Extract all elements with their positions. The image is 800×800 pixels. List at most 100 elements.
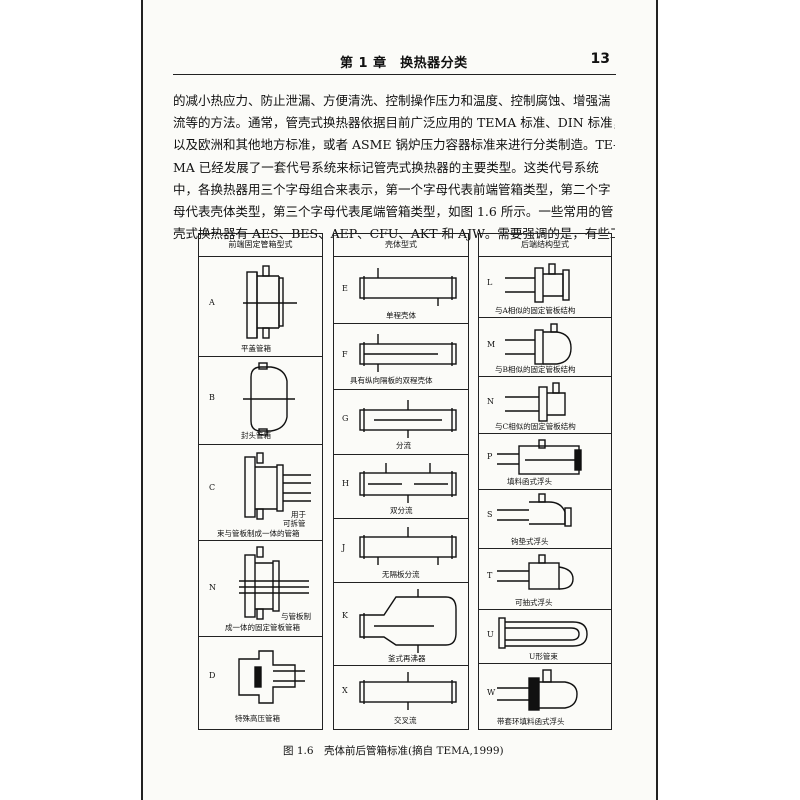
rear-cell-t: T 可抽式浮头 (479, 549, 611, 610)
rear-cell-l: L 与A相似的固定管板结构 (479, 256, 611, 318)
rear-cell-m: M 与B相似的固定管板结构 (479, 318, 611, 377)
diagram-caption: 釜式再沸器 (388, 654, 426, 663)
rear-cell-p: P 填料函式浮头 (479, 434, 611, 490)
header-rule (173, 74, 616, 75)
diagram-caption: 分流 (396, 441, 411, 450)
body-line: 流等的方法。通常，管壳式换热器依据目前广泛应用的 TEMA 标准、DIN 标准， (173, 115, 615, 131)
diagram-caption: 可抽式浮头 (515, 598, 553, 607)
diagram-caption: 无隔板分流 (382, 570, 420, 579)
figure-caption: 图 1.6 壳体前后管箱标准(摘自 TEMA,1999) (283, 745, 504, 757)
body-line: MA 已经发展了一套代号系统来标记管壳式换热器的主要类型。这类代号系统 (173, 159, 599, 175)
diagram-caption: 用于 (291, 510, 306, 519)
shell-column: 壳体型式 E 单程壳体 F 具有纵向隔板的双程壳体 (333, 233, 469, 730)
shell-cell-g: G 分流 (334, 390, 468, 455)
shell-header: 壳体型式 (334, 234, 468, 257)
type-letter: S (487, 510, 493, 519)
type-letter: P (487, 452, 493, 461)
front-cell-c: C 用于 可拆管 束与管板制成一体的管箱 (199, 445, 322, 541)
front-cell-n: N 与管板制 成一体的固定管板管箱 (199, 541, 322, 637)
type-letter: W (487, 688, 496, 697)
diagram-caption: 单程壳体 (386, 311, 416, 320)
diagram-caption: 与B相似的固定管板结构 (495, 365, 576, 374)
diagram-rear-n (505, 382, 566, 422)
body-paragraph: 的减小热应力、防止泄漏、方便清洗、控制操作压力和温度、控制腐蚀、增强湍 流等的方… (173, 90, 615, 245)
shell-cell-j: J 无隔板分流 (334, 519, 468, 583)
diagram-caption: 与管板制 (281, 612, 311, 621)
type-letter: D (209, 671, 216, 680)
diagram-shell-j (359, 527, 457, 565)
diagram-rear-p (497, 439, 582, 475)
diagram-caption: 双分流 (390, 506, 413, 515)
type-letter: L (487, 278, 493, 287)
body-line: 以及欧洲和其他地方标准，或者 ASME 锅炉压力容器标准来进行分类制造。TE- (173, 137, 615, 153)
diagram-shell-g (359, 400, 457, 438)
front-cell-a: A 平盖管箱 (199, 256, 322, 357)
type-letter: B (209, 393, 215, 402)
front-end-column: 前端固定管箱型式 A 平盖管箱 B 封头管 (198, 233, 323, 730)
type-letter: E (342, 284, 348, 293)
diagram-caption: 可拆管 (283, 519, 306, 528)
type-letter: H (342, 479, 349, 488)
front-end-header: 前端固定管箱型式 (199, 234, 322, 257)
diagram-shell-f (359, 334, 457, 372)
front-cell-d: D 特殊高压管箱 (199, 637, 322, 731)
diagram-caption: 成一体的固定管板管箱 (225, 623, 300, 632)
chapter-title: 第 1 章 换热器分类 (340, 56, 468, 71)
diagram-caption: 平盖管箱 (241, 344, 271, 353)
body-line: 的减小热应力、防止泄漏、方便清洗、控制操作压力和温度、控制腐蚀、增强湍 (173, 93, 611, 108)
rear-end-column: 后端结构型式 L 与A相似的固定管板结构 M 与B相似的固定管板 (478, 233, 612, 730)
type-letter: K (342, 611, 348, 620)
diagram-front-n (239, 546, 309, 620)
diagram-caption: 填料函式浮头 (507, 477, 552, 486)
diagram-caption: 具有纵向隔板的双程壳体 (350, 376, 433, 385)
diagram-caption: 交叉流 (394, 716, 417, 725)
diagram-front-b (243, 362, 295, 436)
type-letter: J (342, 543, 346, 552)
diagram-caption: U形管束 (529, 652, 558, 661)
rear-end-header: 后端结构型式 (479, 234, 611, 257)
diagram-caption: 特殊高压管箱 (235, 714, 280, 723)
type-letter: A (209, 298, 215, 307)
type-letter: C (209, 483, 216, 492)
type-letter: U (487, 630, 494, 639)
diagram-rear-m (505, 323, 572, 365)
rear-cell-w: W 带套环填料函式浮头 (479, 664, 611, 731)
rear-cell-s: S 钩垫式浮头 (479, 490, 611, 549)
rear-cell-n: N 与C相似的固定管板结构 (479, 377, 611, 434)
diagram-caption: 带套环填料函式浮头 (497, 717, 565, 726)
diagram-rear-s (497, 493, 572, 527)
type-letter: T (487, 571, 493, 580)
body-line: 中，各换热器用三个字母组合来表示，第一个字母代表前端管箱类型，第二个字 (173, 181, 611, 197)
shell-cell-x: X 交叉流 (334, 666, 468, 731)
page-number: 13 (590, 51, 610, 67)
type-letter: N (209, 583, 216, 592)
shell-cell-e: E 单程壳体 (334, 256, 468, 324)
diagram-front-d (238, 650, 305, 704)
diagram-front-a (243, 265, 297, 339)
diagram-caption: 钩垫式浮头 (511, 537, 549, 546)
diagram-caption: 束与管板制成一体的管箱 (217, 529, 300, 538)
running-header: 第 1 章 换热器分类 13 (143, 46, 656, 76)
shell-cell-h: H 双分流 (334, 455, 468, 519)
diagram-shell-h (359, 463, 457, 503)
diagram-shell-x (359, 672, 457, 710)
front-cell-b: B 封头管箱 (199, 357, 322, 445)
shell-cell-k: K 釜式再沸器 (334, 583, 468, 666)
diagram-rear-w (497, 669, 578, 711)
diagram-rear-t (497, 554, 574, 590)
diagram-shell-k (359, 589, 457, 653)
diagram-front-c (244, 452, 311, 520)
diagram-shell-e (359, 268, 457, 306)
shell-cell-f: F 具有纵向隔板的双程壳体 (334, 324, 468, 390)
diagram-caption: 与A相似的固定管板结构 (495, 306, 576, 315)
book-page: 第 1 章 换热器分类 13 的减小热应力、防止泄漏、方便清洗、控制操作压力和温… (141, 0, 658, 800)
type-letter: M (487, 340, 496, 349)
diagram-caption: 与C相似的固定管板结构 (495, 422, 576, 431)
type-letter: G (342, 414, 349, 423)
rear-cell-u: U U形管束 (479, 610, 611, 664)
type-letter: X (342, 686, 348, 695)
tema-figure: 前端固定管箱型式 A 平盖管箱 B 封头管 (198, 233, 612, 730)
diagram-rear-u (498, 617, 588, 649)
diagram-caption: 封头管箱 (241, 431, 271, 440)
diagram-rear-l (505, 263, 570, 303)
